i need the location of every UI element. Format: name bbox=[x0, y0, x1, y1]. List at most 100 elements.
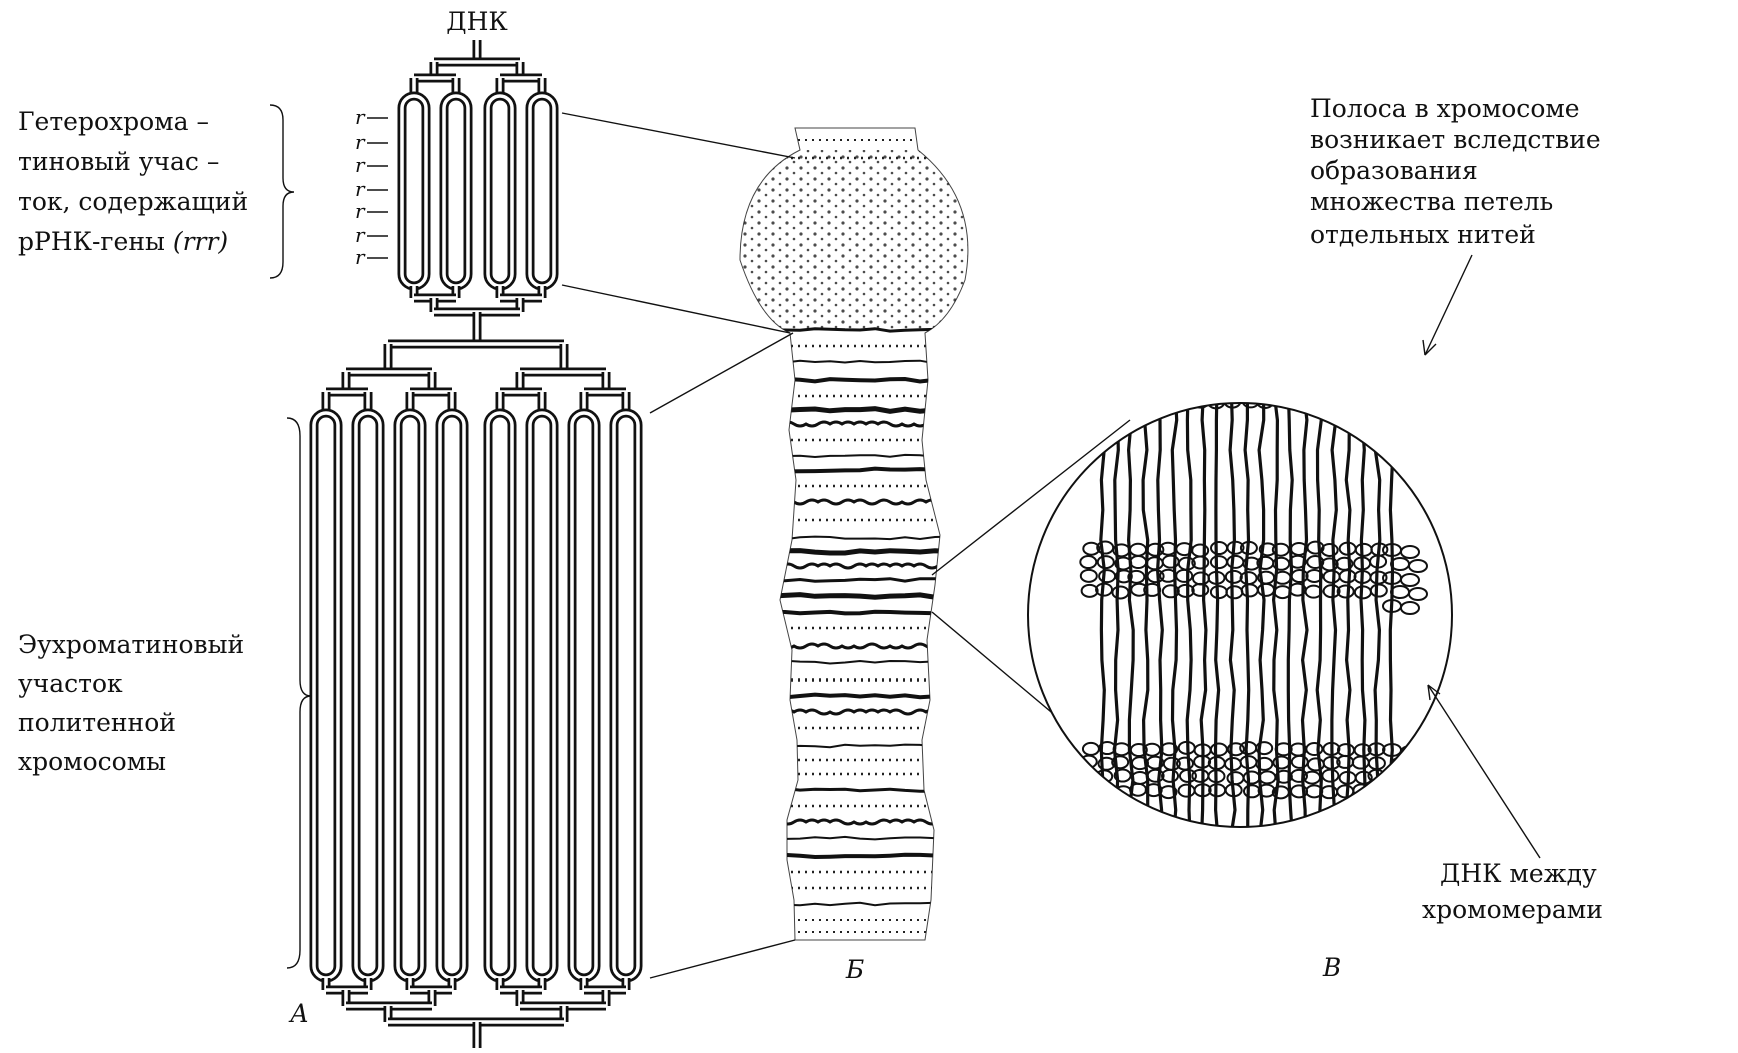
loop-band-top-loop bbox=[1207, 403, 1226, 410]
loop-band-bottom-loop bbox=[1289, 768, 1308, 783]
loop-band-top-loop bbox=[1256, 403, 1275, 409]
hetero-genes-text: (rrr) bbox=[173, 227, 228, 256]
loop-band-top-loop bbox=[1111, 403, 1130, 409]
band-line-3: образования bbox=[1310, 156, 1478, 185]
loop-band-top-loop bbox=[1164, 382, 1180, 394]
loop-band-top-side-loop bbox=[1383, 382, 1401, 394]
loop-band-middle-loop bbox=[1096, 555, 1115, 570]
dna-between-arrow bbox=[1427, 684, 1541, 859]
dna-top-label: ДНК bbox=[446, 7, 508, 36]
chromosome-bands bbox=[769, 139, 951, 933]
loop-band-bottom-loop bbox=[1146, 768, 1165, 783]
loop-band-bottom-loop bbox=[1242, 784, 1261, 799]
strand-17 bbox=[1330, 403, 1338, 827]
loop-band-top-loop bbox=[1115, 382, 1131, 394]
loop-band-bottom-loop bbox=[1303, 770, 1322, 785]
loop-band-middle bbox=[1079, 540, 1428, 615]
loop-band-bottom-loop bbox=[1367, 783, 1386, 798]
loop-band-top-loop bbox=[1308, 380, 1324, 392]
strand-16 bbox=[1315, 403, 1324, 827]
panel-c-label: В bbox=[1322, 953, 1341, 982]
loop-band-top-loop bbox=[1146, 354, 1162, 366]
loop-band-bottom-loop bbox=[1178, 768, 1197, 783]
loop-band-middle-loop bbox=[1080, 583, 1099, 598]
strand-3 bbox=[1126, 403, 1135, 827]
loop-band-bottom-loop bbox=[1081, 770, 1100, 785]
loop-band-bottom-loop bbox=[1081, 785, 1100, 800]
band-line-5: отдельных нитей bbox=[1310, 220, 1536, 249]
r-gene-label-3: r bbox=[355, 153, 366, 177]
loop-band-bottom-loop bbox=[1255, 756, 1274, 771]
loop-band-middle-loop bbox=[1127, 569, 1146, 584]
eu-merge-legs bbox=[321, 978, 631, 990]
loop-band-top-side-loop bbox=[1409, 370, 1427, 382]
loop-band-middle-loop bbox=[1175, 568, 1194, 583]
loop-band-top-loop bbox=[1272, 380, 1288, 392]
band-24 bbox=[769, 659, 951, 665]
loop-band-top-side-loop bbox=[1391, 368, 1409, 380]
eu-merge-legs-core bbox=[324, 978, 628, 990]
loop-band-middle-loop bbox=[1161, 584, 1180, 599]
loop-band-middle-loop bbox=[1207, 570, 1226, 585]
loop-band-top-loop bbox=[1227, 352, 1243, 364]
loop-band-bottom-loop bbox=[1129, 743, 1148, 758]
loop-band-top-loop bbox=[1191, 403, 1210, 409]
band-line-4: множества петель bbox=[1310, 187, 1553, 216]
band-5 bbox=[769, 359, 951, 365]
band-label: Полоса в хромосоме возникает вследствие … bbox=[1310, 94, 1601, 249]
loop-band-top-loop bbox=[1336, 368, 1352, 380]
eu-rod-2 bbox=[351, 408, 385, 983]
strand-15 bbox=[1300, 403, 1309, 827]
loop-band-top-loop bbox=[1129, 354, 1145, 366]
loop-band-middle-loop bbox=[1191, 582, 1210, 597]
strand-5 bbox=[1155, 403, 1164, 827]
loop-band-bottom-loop bbox=[1224, 783, 1243, 798]
loop-band-top-loop bbox=[1098, 368, 1114, 380]
loop-band-top-loop bbox=[1353, 368, 1369, 380]
band-6 bbox=[769, 376, 951, 384]
loop-band-top-loop bbox=[1290, 366, 1306, 378]
loop-band-bottom-loop bbox=[1207, 769, 1226, 784]
loop-band-top-loop bbox=[1098, 352, 1114, 364]
loop-band-top-loop bbox=[1273, 352, 1289, 364]
loop-band-middle-loop bbox=[1143, 582, 1162, 597]
band-34 bbox=[769, 818, 951, 826]
hetero-rod-4 bbox=[525, 91, 559, 291]
loop-band-top-loop bbox=[1227, 381, 1243, 393]
loop-band-bottom-loop bbox=[1143, 742, 1162, 757]
loop-band-top-loop bbox=[1306, 354, 1322, 366]
loop-band-bottom-loop bbox=[1160, 742, 1179, 757]
loop-band-middle-loop bbox=[1226, 540, 1245, 555]
connector-eu-bottom bbox=[649, 939, 796, 979]
loop-band-bottom-loop bbox=[1305, 742, 1324, 757]
panel-b-label: Б bbox=[845, 955, 864, 984]
loop-band-bottom-side-loop bbox=[1382, 771, 1402, 785]
eu-split-2-legs-core bbox=[344, 372, 608, 392]
loop-band-bottom-loop bbox=[1274, 742, 1293, 757]
band-21 bbox=[770, 609, 951, 616]
loop-band-top-loop bbox=[1146, 403, 1165, 409]
loop-band-middle-loop bbox=[1130, 582, 1149, 597]
loop-band-top-loop bbox=[1179, 353, 1195, 365]
loop-band-top-loop bbox=[1337, 353, 1353, 365]
loop-band-bottom-loop bbox=[1367, 742, 1386, 757]
loop-band-top-loop bbox=[1098, 382, 1114, 394]
hetero-brace bbox=[269, 104, 295, 279]
loop-band-middle-loop bbox=[1242, 556, 1261, 571]
loop-band-middle-loop bbox=[1290, 569, 1309, 584]
connector-hetero-bottom bbox=[561, 284, 791, 334]
loop-band-top-loop bbox=[1131, 367, 1147, 379]
r-gene-label-5: r bbox=[355, 199, 366, 223]
connector-hetero-top bbox=[561, 112, 796, 159]
eu-rod-3 bbox=[393, 408, 427, 983]
loop-band-bottom-loop bbox=[1113, 768, 1132, 783]
loop-band-top-loop bbox=[1323, 382, 1339, 394]
loop-band-top-loop bbox=[1082, 366, 1098, 378]
loop-band-top-loop bbox=[1081, 403, 1100, 410]
strand-18 bbox=[1344, 403, 1352, 827]
loop-band-bottom-loop bbox=[1271, 785, 1290, 800]
loop-band-middle-side-loop bbox=[1408, 559, 1428, 573]
loop-band-bottom-loop bbox=[1226, 742, 1245, 757]
loop-band-top-loop bbox=[1289, 352, 1305, 364]
